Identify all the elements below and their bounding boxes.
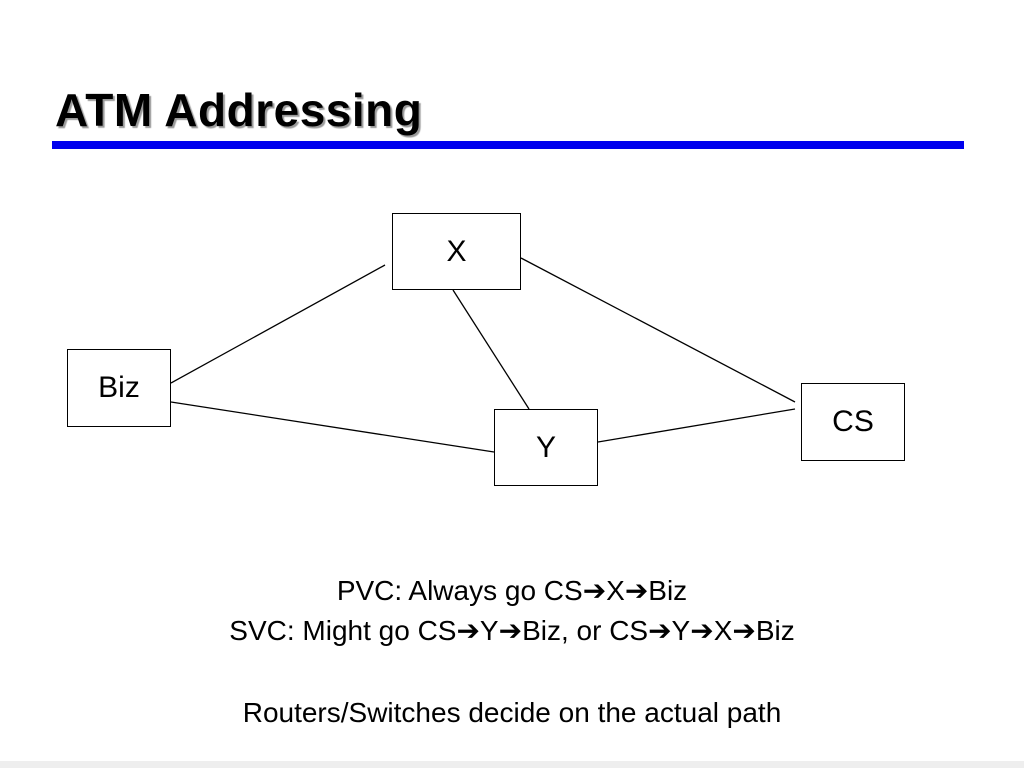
svc-note: SVC: Might go CS➔Y➔Biz, or CS➔Y➔X➔Biz: [229, 615, 795, 646]
link-x-cs: [520, 257, 796, 403]
notes-spacer: [0, 651, 1024, 693]
link-y-cs: [597, 408, 796, 443]
node-cs-label: CS: [832, 405, 874, 438]
summary-note: Routers/Switches decide on the actual pa…: [242, 697, 782, 728]
title-underline: [52, 141, 964, 149]
node-y: Y: [494, 409, 598, 486]
notes-block: PVC: Always go CS➔X➔Biz SVC: Might go CS…: [0, 571, 1024, 733]
link-biz-y: [170, 401, 495, 453]
node-x: X: [392, 213, 521, 290]
link-x-y: [452, 289, 530, 410]
slide-title: ATM Addressing: [55, 84, 423, 136]
title-underline-bar: [52, 141, 964, 149]
pvc-note: PVC: Always go CS➔X➔Biz: [336, 575, 688, 606]
link-biz-x: [170, 264, 386, 384]
node-y-label: Y: [535, 430, 556, 464]
node-biz: Biz: [67, 349, 171, 427]
bottom-band: [0, 761, 1024, 768]
node-cs: CS: [801, 383, 905, 461]
node-biz-label: Biz: [98, 371, 140, 404]
node-x-label: X: [446, 234, 467, 268]
